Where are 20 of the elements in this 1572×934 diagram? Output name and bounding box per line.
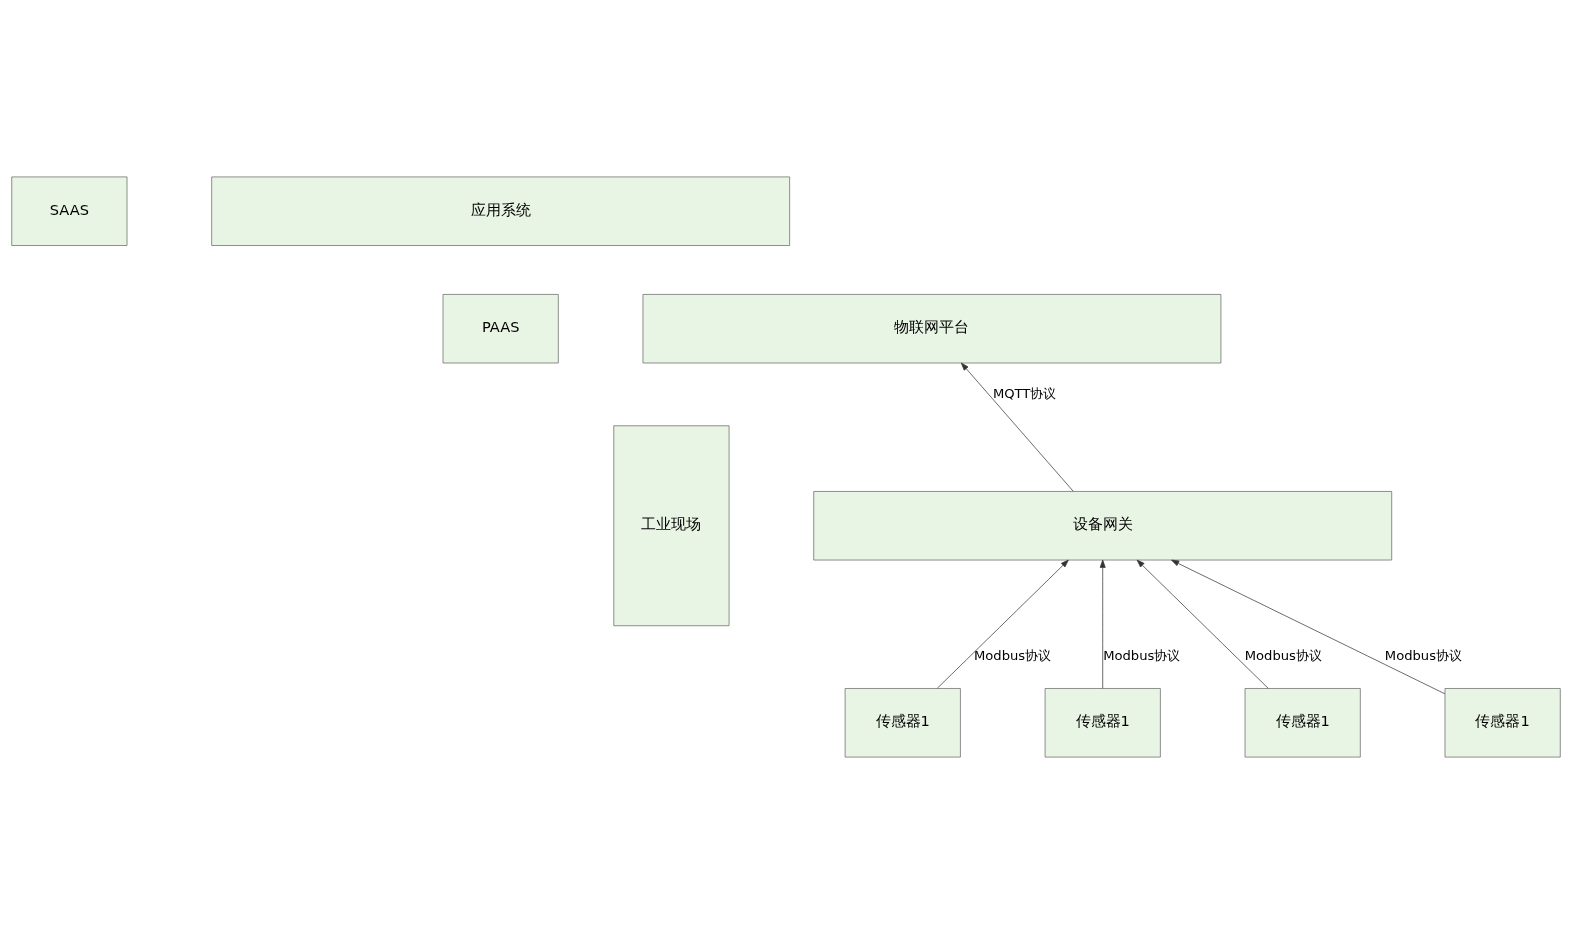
node-box: 工业现场: [613, 425, 730, 627]
edge-label: Modbus协议: [974, 648, 1052, 664]
node-box: 传感器1: [844, 688, 961, 758]
node-box: 物联网平台: [642, 294, 1222, 364]
arrow: [937, 559, 1069, 689]
edge-label: Modbus协议: [1244, 648, 1322, 664]
node-box: 应用系统: [211, 176, 790, 246]
arrow: [1099, 559, 1106, 689]
edge-label: Modbus协议: [1103, 648, 1181, 664]
node-box: 传感器1: [1244, 688, 1361, 758]
edge-label: Modbus协议: [1384, 648, 1463, 664]
edge-label: MQTT协议: [992, 385, 1057, 401]
arrow: [1171, 559, 1446, 695]
node-box: 传感器1: [1444, 688, 1561, 758]
node-box: SAAS: [11, 176, 128, 246]
node-box: 设备网关: [813, 491, 1393, 561]
node-box: 传感器1: [1044, 688, 1161, 758]
arrow: [960, 362, 1074, 492]
node-box: PAAS: [442, 294, 559, 364]
arrow: [1136, 559, 1269, 689]
